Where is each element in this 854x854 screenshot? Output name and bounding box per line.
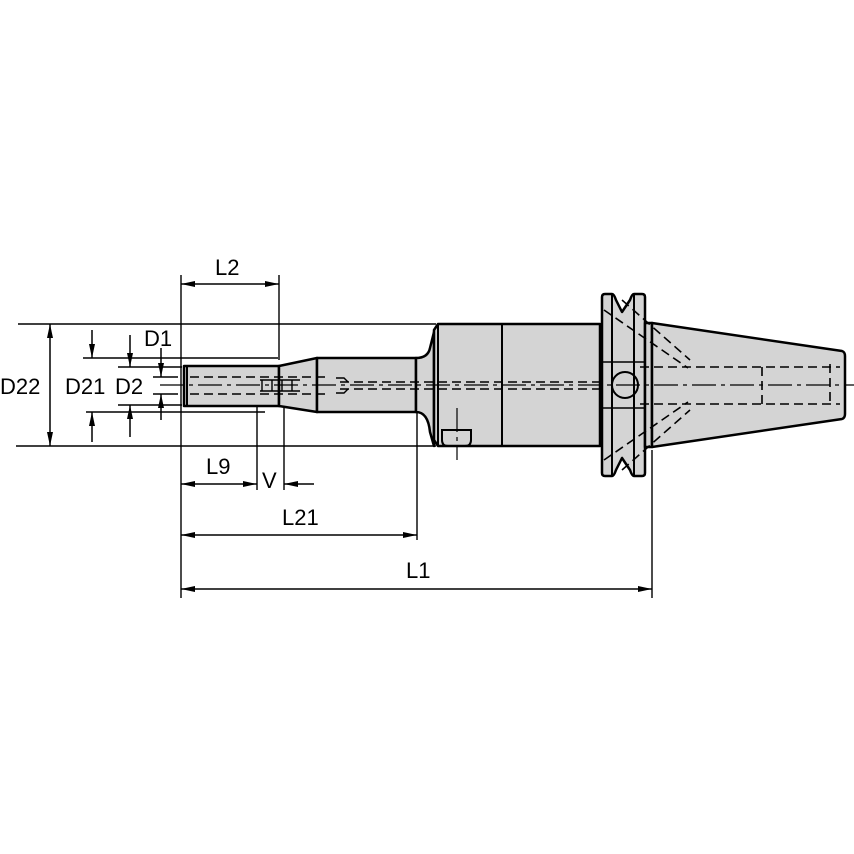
pilot-section xyxy=(182,364,281,408)
label-L9: L9 xyxy=(206,454,230,479)
label-D22: D22 xyxy=(0,374,40,399)
drive-slot xyxy=(441,429,472,447)
label-D21: D21 xyxy=(65,374,105,399)
label-V: V xyxy=(262,468,277,493)
label-D2: D2 xyxy=(115,374,143,399)
label-L21: L21 xyxy=(282,505,319,530)
hidden-lines xyxy=(190,299,840,471)
label-D1: D1 xyxy=(144,326,172,351)
dimension-lines xyxy=(47,281,652,592)
label-L2: L2 xyxy=(215,255,239,280)
dimension-labels: L2 D1 D22 D21 D2 L9 V L21 L1 xyxy=(0,255,430,583)
label-L1: L1 xyxy=(406,558,430,583)
